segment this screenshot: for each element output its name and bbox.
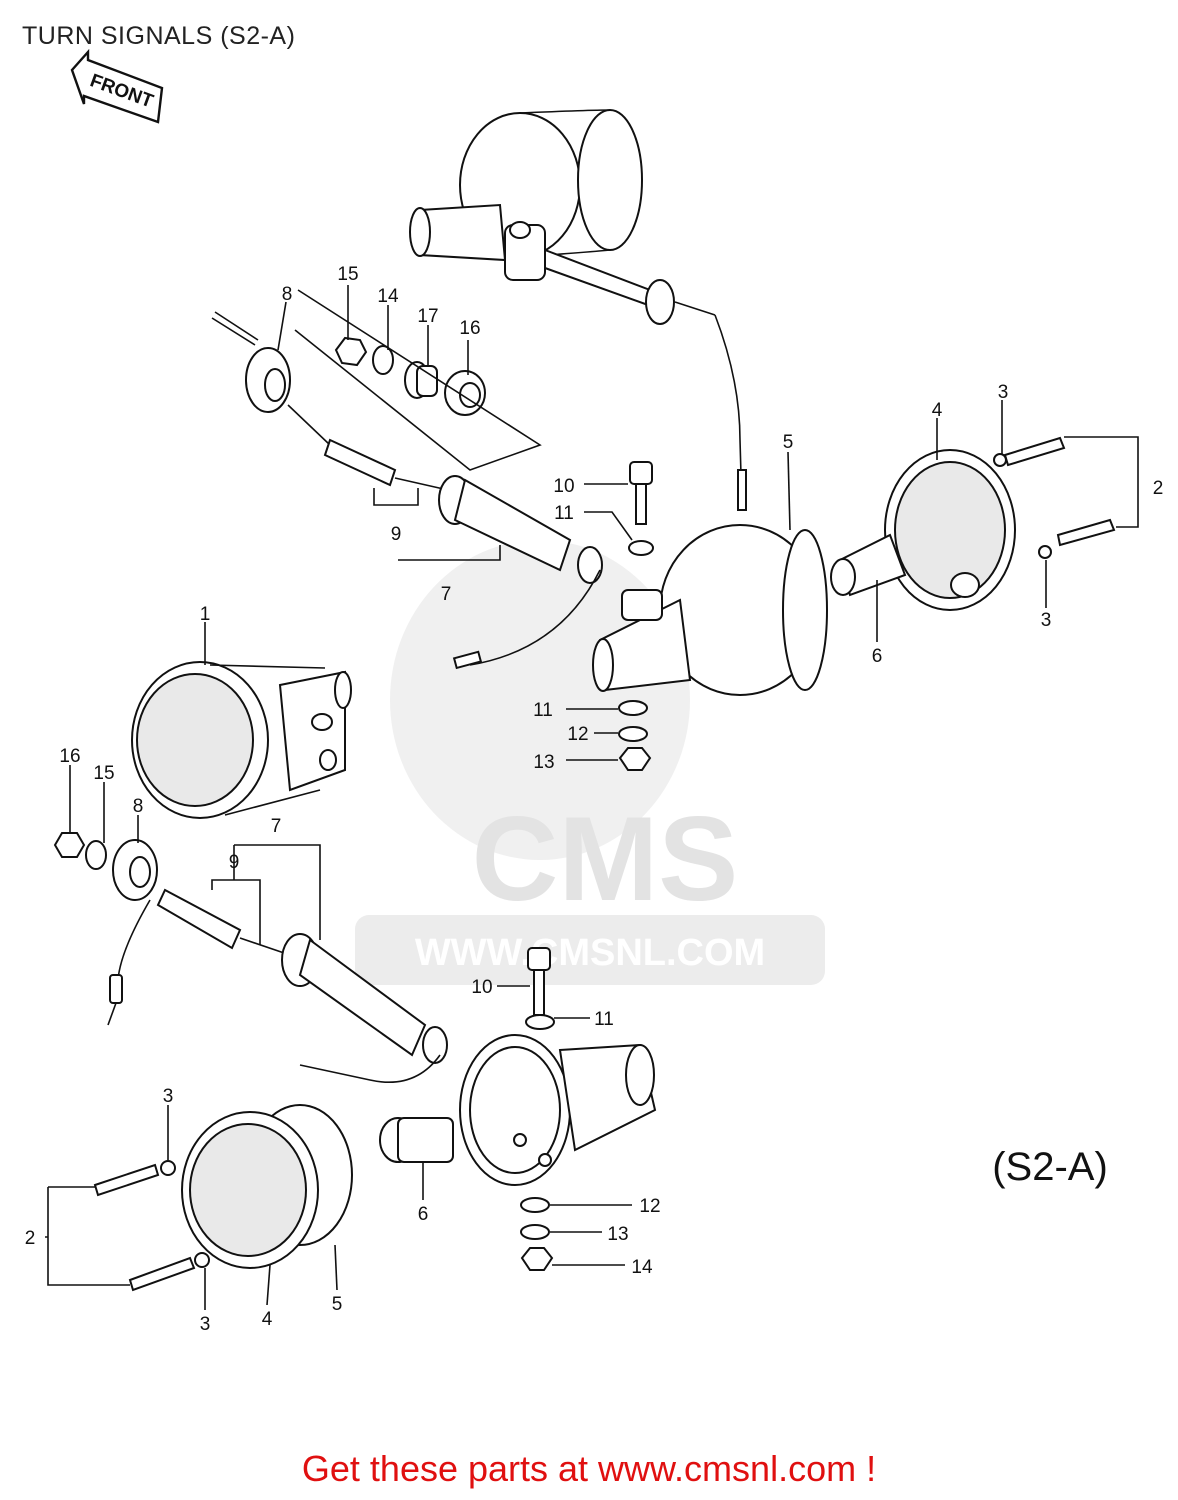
callout: 14 (631, 1257, 653, 1278)
lower-nut-group (520, 1197, 554, 1271)
page-title: TURN SIGNALS (S2-A) (22, 22, 296, 50)
footer-link[interactable]: Get these parts at www.cmsnl.com ! (301, 1448, 877, 1489)
callout: 16 (59, 746, 80, 767)
callout: 16 (459, 318, 480, 339)
callout: 1 (200, 604, 211, 625)
callout: 10 (553, 476, 574, 497)
callout: 4 (932, 400, 943, 421)
callout: 12 (639, 1196, 660, 1217)
callout: 14 (377, 286, 399, 307)
watermark-url: WWW.CMSNL.COM (415, 932, 765, 974)
callout: 15 (337, 264, 358, 285)
lens-assembly-right (830, 436, 1116, 611)
callout: 3 (1041, 610, 1052, 631)
callout: 3 (998, 382, 1009, 403)
callout: 17 (417, 306, 438, 327)
lower-stem-assembly (53, 832, 448, 1083)
upper-bolt-group (618, 461, 654, 771)
callout: 13 (607, 1224, 628, 1245)
callout: 12 (567, 724, 588, 745)
callout: 11 (533, 700, 553, 721)
callout: 3 (200, 1314, 211, 1335)
front-arrow-icon: FRONT (70, 48, 164, 124)
turn-signal-housing-right (592, 524, 828, 696)
callout: 8 (133, 796, 144, 817)
callout: 7 (271, 816, 282, 837)
callout: 5 (332, 1294, 343, 1315)
callout: 7 (441, 584, 452, 605)
callout: 8 (282, 284, 293, 305)
callout: 11 (594, 1009, 614, 1030)
lens-assembly-lower (93, 1104, 353, 1292)
bulb-lower (379, 1117, 454, 1163)
callout: 2 (25, 1228, 36, 1249)
callout: 11 (554, 503, 574, 524)
leader-lines (45, 285, 1139, 1310)
callout: 9 (391, 524, 402, 545)
callout: 13 (533, 752, 554, 773)
upper-hardware (334, 336, 486, 416)
callout-labels: 1 2 2 3 3 3 3 4 4 5 5 6 6 7 7 8 8 9 9 10… (25, 264, 1164, 1335)
callout: 3 (163, 1086, 174, 1107)
model-code: (S2-A) (992, 1145, 1108, 1189)
callout: 9 (229, 852, 240, 873)
turn-signal-housing-lower (459, 947, 657, 1186)
turn-signal-housing-top (409, 109, 747, 511)
turn-signal-lens-left (131, 661, 352, 819)
callout: 15 (93, 763, 114, 784)
callout: 10 (471, 977, 492, 998)
callout: 2 (1153, 478, 1164, 499)
watermark-brand: CMS (472, 792, 739, 926)
upper-stem-assembly (211, 289, 603, 670)
callout: 6 (872, 646, 883, 667)
callout: 6 (418, 1204, 429, 1225)
callout: 4 (262, 1309, 273, 1330)
watermark: CMS WWW.CMSNL.COM (355, 540, 825, 985)
callout: 5 (783, 432, 794, 453)
